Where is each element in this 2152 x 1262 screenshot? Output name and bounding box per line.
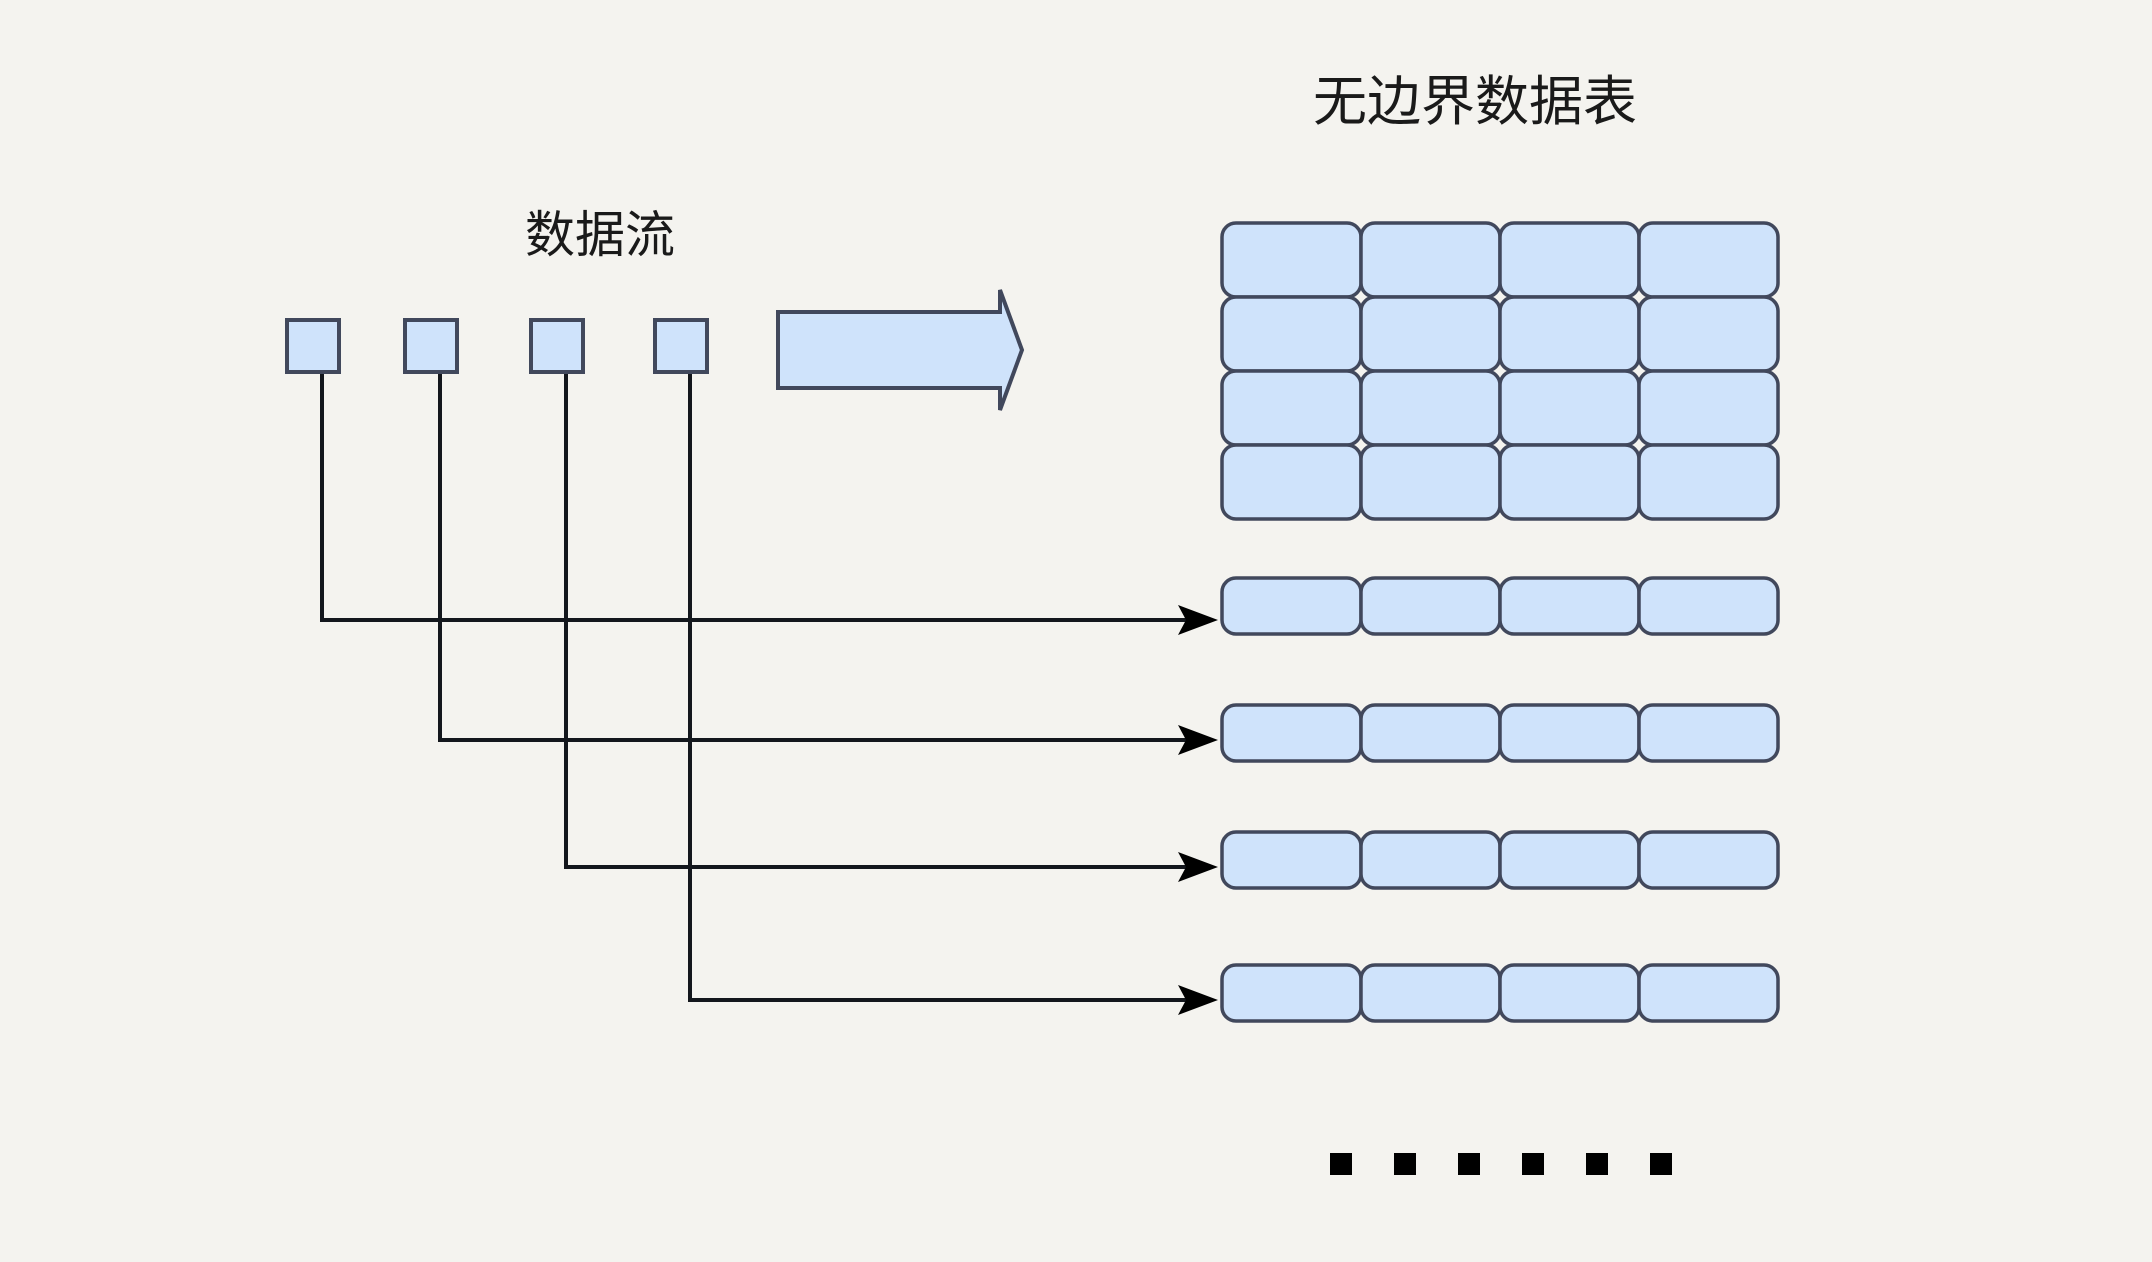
table-cell[interactable] <box>1359 703 1502 763</box>
table-cell[interactable] <box>1359 295 1502 373</box>
stream-boxes-group <box>285 318 709 374</box>
table-cell[interactable] <box>1220 295 1363 373</box>
table-cell[interactable] <box>1637 830 1780 890</box>
table-title-label: 无边界数据表 <box>1313 72 1637 132</box>
connector-box3-row3 <box>564 372 1210 869</box>
arrowhead-row1 <box>1178 605 1218 635</box>
table-cell[interactable] <box>1359 369 1502 447</box>
table-cell[interactable] <box>1359 443 1502 521</box>
table-cell[interactable] <box>1220 703 1363 763</box>
table-cell[interactable] <box>1498 369 1641 447</box>
table-cell[interactable] <box>1498 963 1641 1023</box>
table-cell[interactable] <box>1359 576 1502 636</box>
ellipsis-dot <box>1650 1153 1672 1175</box>
arrowhead-row2 <box>1178 725 1218 755</box>
table-cell[interactable] <box>1637 369 1780 447</box>
table-cell[interactable] <box>1359 221 1502 299</box>
table-row <box>1220 703 1780 763</box>
stream-event-box-4[interactable] <box>653 318 709 374</box>
table-cell[interactable] <box>1220 443 1363 521</box>
table-cell[interactable] <box>1637 221 1780 299</box>
table-cell[interactable] <box>1220 963 1363 1023</box>
arrowhead-row4 <box>1178 985 1218 1015</box>
connector-box4-row4 <box>688 372 1210 1002</box>
table-cell[interactable] <box>1637 703 1780 763</box>
table-row <box>1220 576 1780 636</box>
table-cell[interactable] <box>1359 963 1502 1023</box>
table-cell[interactable] <box>1220 576 1363 636</box>
table-cell[interactable] <box>1498 443 1641 521</box>
ellipsis-dot <box>1522 1153 1544 1175</box>
arrowhead-row3 <box>1178 852 1218 882</box>
flow-direction-arrow-icon <box>776 289 1025 411</box>
ellipsis-dot <box>1394 1153 1416 1175</box>
ellipsis-dot <box>1458 1153 1480 1175</box>
stream-event-box-3[interactable] <box>529 318 585 374</box>
table-cell[interactable] <box>1637 295 1780 373</box>
table-cell[interactable] <box>1359 830 1502 890</box>
stream-event-box-1[interactable] <box>285 318 341 374</box>
ellipsis-dots <box>1330 1153 1672 1175</box>
table-cell[interactable] <box>1220 369 1363 447</box>
ellipsis-dot <box>1330 1153 1352 1175</box>
table-cell[interactable] <box>1498 830 1641 890</box>
table-grid-block <box>1220 221 1780 521</box>
table-cell[interactable] <box>1498 703 1641 763</box>
table-cell[interactable] <box>1220 221 1363 299</box>
table-cell[interactable] <box>1220 830 1363 890</box>
table-row <box>1220 830 1780 890</box>
stream-event-box-2[interactable] <box>403 318 459 374</box>
connector-box1-row1 <box>320 372 1210 622</box>
table-cell[interactable] <box>1637 963 1780 1023</box>
connector-box2-row2 <box>438 372 1210 742</box>
table-cell[interactable] <box>1637 443 1780 521</box>
connector-group <box>320 372 1218 1015</box>
table-row <box>1220 963 1780 1023</box>
table-cell[interactable] <box>1498 221 1641 299</box>
table-cell[interactable] <box>1637 576 1780 636</box>
table-cell[interactable] <box>1498 576 1641 636</box>
table-cell[interactable] <box>1498 295 1641 373</box>
stream-title-label: 数据流 <box>525 207 675 263</box>
ellipsis-dot <box>1586 1153 1608 1175</box>
